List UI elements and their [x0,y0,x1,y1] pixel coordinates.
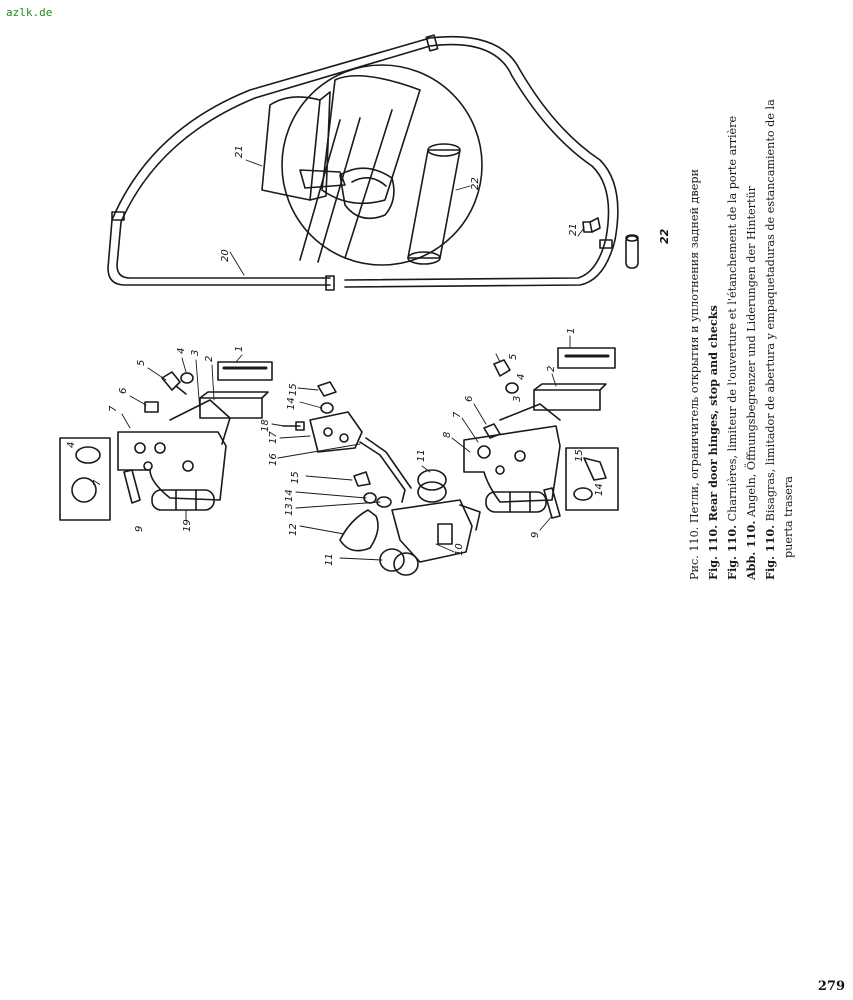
caption-german-text: Angeln, Öffnungsbegrenzer und Liderungen… [745,185,758,518]
callout-3-right: 3 [512,396,523,402]
caption-russian: Рис. 110. Петли, ограничитель открытия и… [688,169,701,580]
callout-5-right: 5 [508,354,519,360]
callout-17: 17 [268,431,279,444]
callout-22-magnified: 22 [470,177,481,190]
caption-french-prefix: Fig. 110. [725,524,739,580]
callout-11-upper: 11 [416,449,427,462]
caption-english-text: Rear door hinges, stop and checks [706,305,720,522]
callout-14-detail: 14 [594,483,605,496]
figure-caption: Рис. 110. Петли, ограничитель открытия и… [686,20,798,580]
callout-3: 3 [190,350,201,356]
callout-20: 20 [220,249,231,262]
callout-14-upper: 14 [286,397,297,410]
callout-19: 19 [182,519,193,532]
callout-2: 2 [204,356,215,362]
callout-13: 13 [284,503,295,516]
page-number: 279 [817,979,845,994]
callout-12: 12 [288,523,299,536]
callout-10: 10 [454,543,465,556]
callout-1: 1 [234,346,245,352]
caption-german: Abb. 110. Angeln, Öffnungsbegrenzer und … [742,20,761,580]
callout-11-lower: 11 [324,553,335,566]
callout-4-detail: 4 [66,442,77,448]
door-seal-outline [107,34,639,291]
callout-9-right: 9 [530,532,541,538]
callout-9: 9 [134,526,145,532]
callout-7-detail: 7 [92,479,103,486]
caption-english-prefix: Fig. 110. [706,524,720,580]
callout-5: 5 [136,360,147,366]
left-upper-hinge [59,361,273,521]
callout-15-middle: 15 [290,471,301,484]
caption-english: Fig. 110. Rear door hinges, stop and che… [704,20,723,580]
callout-6: 6 [118,388,129,394]
callout-15-detail: 15 [574,449,585,462]
door-stop-assembly [282,381,481,576]
callout-labels: 1 2 3 4 5 6 7 4 7 9 19 18 17 16 15 14 13… [66,145,671,566]
callout-1-right: 1 [566,328,577,334]
callout-14-middle: 14 [284,489,295,502]
caption-german-prefix: Abb. 110. [744,520,758,580]
seal-detail-magnifier [261,64,483,266]
callout-16: 16 [268,453,279,466]
callout-2-right: 2 [546,366,557,372]
callout-22: 22 [658,228,671,244]
right-lower-hinge [463,347,619,519]
callout-4-right: 4 [516,374,527,380]
caption-spanish-text: Bisagras, limitador de abertura y empaqu… [764,99,777,522]
callout-leaders [121,159,585,561]
caption-french: Fig. 110. Charnières, limiteur de l'ouve… [723,20,742,580]
caption-spanish-continued: puerta trasera [782,476,795,558]
caption-spanish: Fig. 110. Bisagras, limitador de abertur… [761,20,780,580]
caption-french-text: Charnières, limiteur de l'ouverture et l… [726,115,739,522]
caption-spanish-prefix: Fig. 110. [763,524,777,580]
callout-21: 21 [568,223,579,236]
callout-4: 4 [176,348,187,354]
callout-7: 7 [108,405,119,412]
callout-15-upper: 15 [288,383,299,396]
callout-8: 8 [442,432,453,438]
callout-18: 18 [260,419,271,432]
callout-6-right: 6 [464,396,475,402]
callout-21-magnified: 21 [234,145,245,158]
callout-7-right: 7 [452,411,463,418]
site-watermark: azlk.de [6,6,53,19]
